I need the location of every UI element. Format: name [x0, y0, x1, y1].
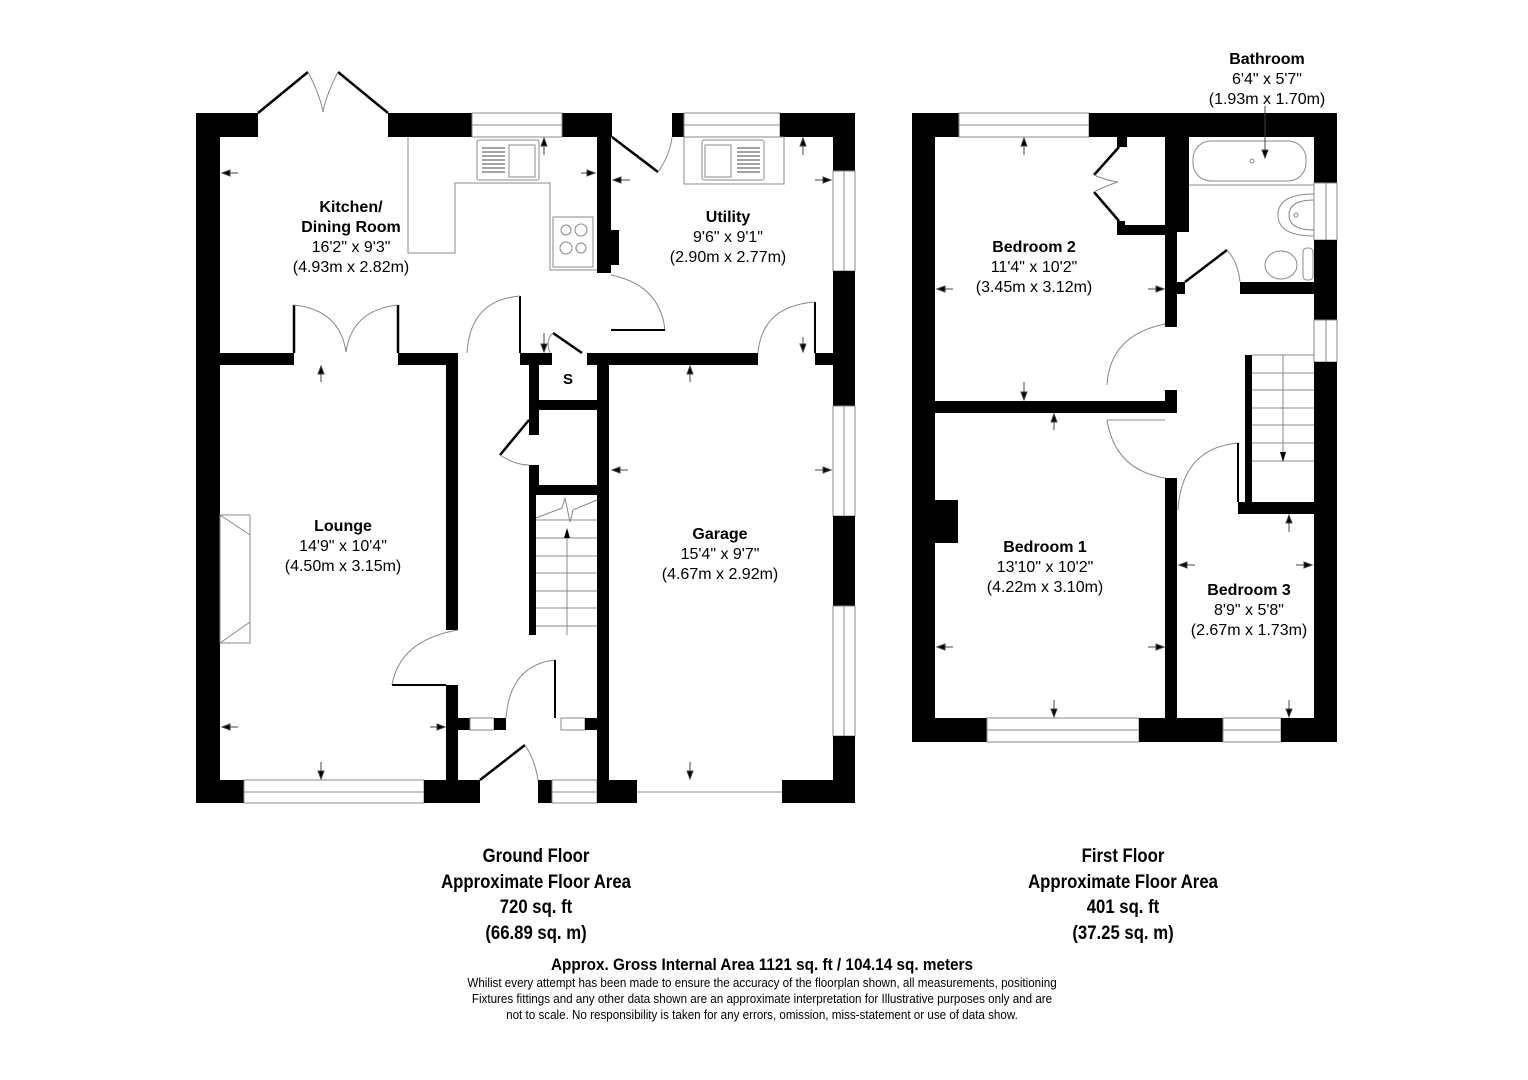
room-label-bedroom-2: Bedroom 2 11'4" x 10'2" (3.45m x 3.12m) — [975, 239, 1093, 296]
room-label-kitchen-dining: Kitchen/ Dining Room 16'2" x 9'3" (4.93m… — [292, 199, 410, 276]
room-label-lounge: Lounge 14'9" x 10'4" (4.50m x 3.15m) — [284, 518, 402, 575]
floor-area-sqm: (66.89 sq. m) — [485, 922, 587, 944]
floor-area-sqft: 401 sq. ft — [1086, 897, 1160, 918]
room-label-garage: Garage 15'4" x 9'7" (4.67m x 2.92m) — [661, 526, 779, 583]
first-floor-summary: First Floor Approximate Floor Area 401 s… — [1015, 844, 1231, 946]
gross-internal-area: Approx. Gross Internal Area 1121 sq. ft … — [550, 955, 974, 974]
disclaimer-line: Whilist every attempt has been made to e… — [467, 976, 1057, 990]
room-label-bedroom-1: Bedroom 1 13'10" x 10'2" (4.22m x 3.10m) — [986, 539, 1104, 596]
room-label-bedroom-3: Bedroom 3 8'9" x 5'8" (2.67m x 1.73m) — [1190, 582, 1308, 639]
first-floor-plan — [912, 106, 1338, 743]
floor-subtitle: Approximate Floor Area — [441, 871, 631, 893]
floor-subtitle: Approximate Floor Area — [1028, 871, 1218, 893]
room-label-utility: Utility 9'6" x 9'1" (2.90m x 2.77m) — [669, 209, 787, 266]
store-cupboard-label: S — [562, 371, 574, 388]
room-label-bathroom: Bathroom 6'4" x 5'7" (1.93m x 1.70m) — [1208, 51, 1326, 108]
ground-floor-summary: Ground Floor Approximate Floor Area 720 … — [428, 844, 644, 946]
floor-title: Ground Floor — [482, 846, 590, 867]
floor-area-sqft: 720 sq. ft — [499, 897, 573, 918]
gross-area-block: Approx. Gross Internal Area 1121 sq. ft … — [445, 955, 1079, 1023]
disclaimer-line: Fixtures fittings and any other data sho… — [471, 992, 1053, 1006]
disclaimer-line: not to scale. No responsibility is taken… — [506, 1008, 1018, 1022]
floor-area-sqm: (37.25 sq. m) — [1072, 922, 1174, 944]
ground-floor-plan — [196, 71, 856, 804]
floor-title: First Floor — [1081, 846, 1165, 867]
